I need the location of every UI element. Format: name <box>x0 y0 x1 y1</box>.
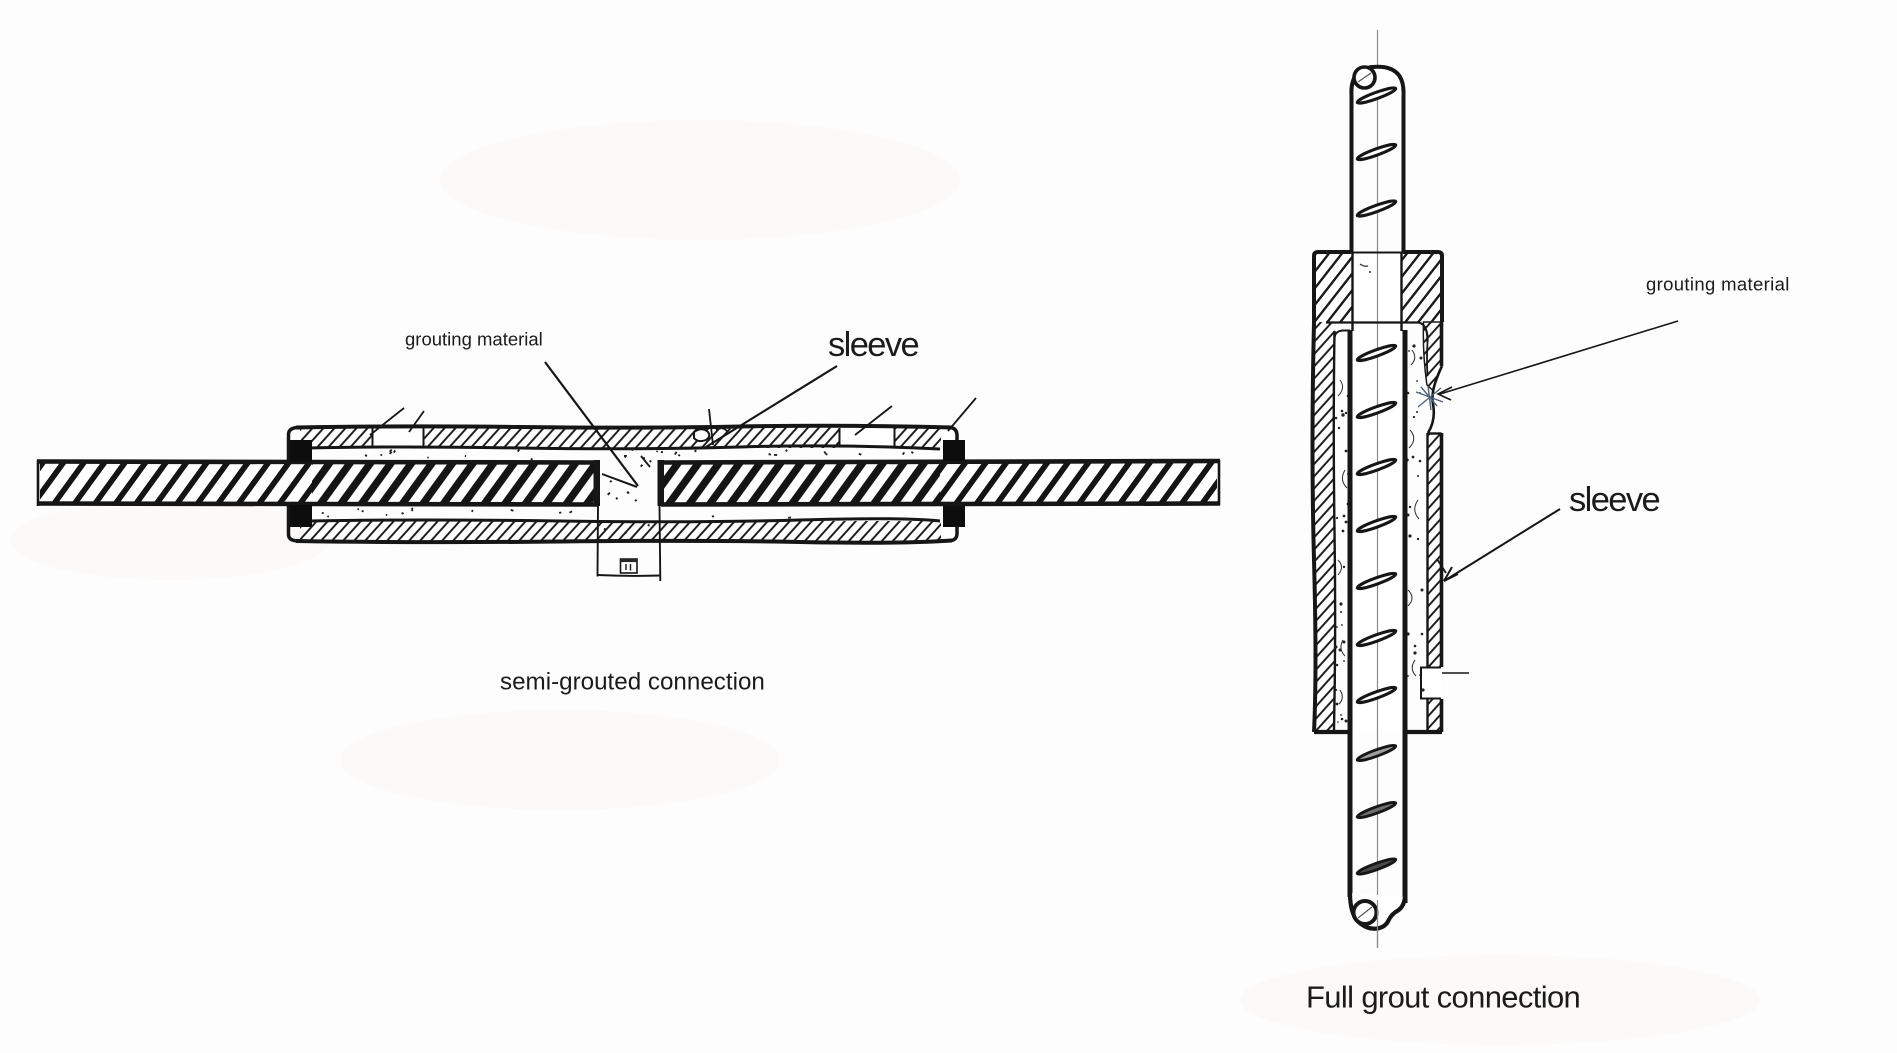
svg-text:grouting material: grouting material <box>1646 274 1790 295</box>
svg-text:sleeve: sleeve <box>828 326 919 364</box>
svg-text:Full grout connection: Full grout connection <box>1306 980 1580 1015</box>
svg-text:sleeve: sleeve <box>1569 481 1660 519</box>
svg-text:grouting material: grouting material <box>405 329 543 350</box>
svg-text:semi-grouted connection: semi-grouted connection <box>500 669 765 696</box>
